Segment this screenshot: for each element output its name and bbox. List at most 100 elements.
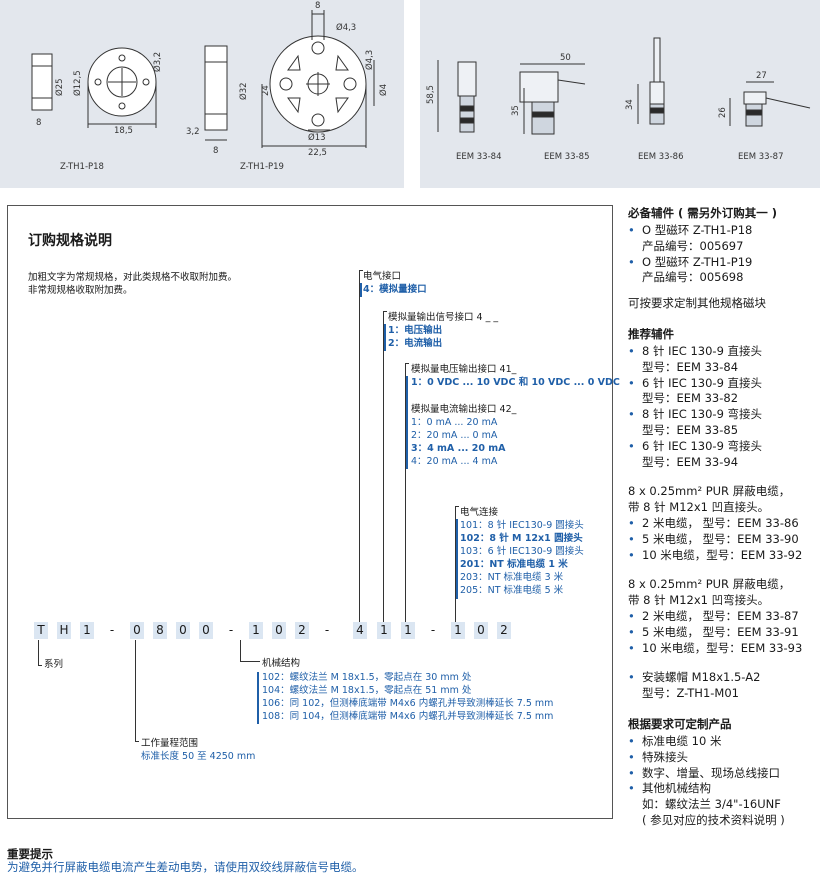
code-char: 0 bbox=[130, 622, 144, 639]
svg-text:Ø25: Ø25 bbox=[54, 78, 65, 96]
code-char: 0 bbox=[474, 622, 488, 639]
connector-drawings: 58,5 50 35 34 27 26 bbox=[426, 37, 811, 135]
svg-text:8: 8 bbox=[315, 1, 320, 11]
cable-straight-item: •5 米电缆， 型号：EEM 33-90 bbox=[628, 531, 799, 546]
caption-p19: Z-TH1-P19 bbox=[240, 162, 284, 172]
current-option-1: 1：0 mA ... 20 mA bbox=[411, 417, 498, 428]
note-line-1: 加粗文字为常规规格，对此类规格不收取附加费。 bbox=[28, 272, 238, 283]
order-code-box bbox=[7, 205, 613, 819]
leader-range bbox=[135, 640, 136, 742]
code-separator: - bbox=[324, 623, 330, 637]
mechanical-option-106: 106：同 102，但测棒底端带 M4x6 内螺孔并导致测棒延长 7.5 mm bbox=[262, 698, 554, 709]
svg-text:Ø4,3: Ø4,3 bbox=[336, 22, 356, 33]
code-char: 8 bbox=[153, 622, 167, 639]
leader-mechanical bbox=[240, 640, 241, 662]
series-label: 系列 bbox=[44, 659, 64, 670]
code-char: 1 bbox=[377, 622, 391, 639]
code-char: T bbox=[34, 622, 48, 639]
recommended-item: •6 针 IEC 130-9 直接头 bbox=[628, 375, 763, 390]
svg-text:24: 24 bbox=[261, 85, 271, 96]
current-option-2: 2：20 mA ... 0 mA bbox=[411, 430, 498, 441]
cable-angled-item: •10 米电缆，型号：EEM 33-93 bbox=[628, 640, 803, 655]
code-char: 0 bbox=[199, 622, 213, 639]
connection-option-103: 103：6 针 IEC130-9 圆接头 bbox=[460, 546, 584, 557]
note-line-2: 非常规规格收取附加费。 bbox=[28, 285, 133, 296]
mechanical-heading: 机械结构 bbox=[262, 658, 301, 669]
svg-text:Ø4,3: Ø4,3 bbox=[364, 50, 375, 70]
caption-eem-33-87: EEM 33-87 bbox=[738, 152, 784, 162]
recommended-item: •6 针 IEC 130-9 弯接头 bbox=[628, 438, 763, 453]
nut-model: 型号：Z-TH1-M01 bbox=[642, 686, 739, 701]
code-char: 1 bbox=[80, 622, 94, 639]
svg-text:22,5: 22,5 bbox=[308, 148, 327, 158]
analog-signal-option-1: 1：电压输出 bbox=[388, 325, 443, 336]
leader-output bbox=[405, 363, 406, 622]
caption-eem-33-85: EEM 33-85 bbox=[544, 152, 590, 162]
mechanical-option-104: 104：螺纹法兰 M 18x1.5，零起点在 51 mm 处 bbox=[262, 685, 472, 696]
cable-angled-line-1: 8 x 0.25mm² PUR 屏蔽电缆， bbox=[628, 577, 791, 592]
mechanical-option-108: 108：同 104，但测棒底端带 M4x6 内螺孔并导致测棒延长 7.5 mm bbox=[262, 711, 554, 722]
accessories-column: 必备辅件 ( 需另外订购其一 ) •O 型磁环 Z-TH1-P18 产品编号：0… bbox=[628, 205, 802, 829]
code-separator: - bbox=[228, 623, 234, 637]
svg-text:Ø3,2: Ø3,2 bbox=[152, 52, 163, 72]
caption-eem-33-86: EEM 33-86 bbox=[638, 152, 684, 162]
recommended-item: •8 针 IEC 130-9 直接头 bbox=[628, 343, 763, 358]
cable-straight-item: •2 米电缆， 型号：EEM 33-86 bbox=[628, 515, 799, 530]
current-option-3: 3：4 mA ... 20 mA bbox=[411, 443, 506, 454]
nut-item: •安装螺帽 M18x1.5-A2 bbox=[628, 670, 761, 685]
range-heading: 工作量程范围 bbox=[141, 738, 199, 749]
code-char: 0 bbox=[272, 622, 286, 639]
analog-signal-option-2: 2：电流输出 bbox=[388, 338, 443, 349]
custom-item: •其他机械结构 bbox=[628, 781, 711, 796]
cable-straight-line-1: 8 x 0.25mm² PUR 屏蔽电缆， bbox=[628, 484, 791, 499]
code-char: 1 bbox=[401, 622, 415, 639]
cable-angled-item: •2 米电缆， 型号：EEM 33-87 bbox=[628, 608, 799, 623]
current-option-4: 4：20 mA ... 4 mA bbox=[411, 456, 498, 467]
recommended-model: 型号：EEM 33-84 bbox=[642, 359, 739, 374]
leader-interface bbox=[359, 270, 360, 622]
code-char: 1 bbox=[249, 622, 263, 639]
connection-heading: 电气连接 bbox=[460, 507, 499, 518]
leader-connection bbox=[455, 506, 456, 622]
recommended-heading: 推荐辅件 bbox=[628, 326, 674, 341]
magnet-drawings-panel: 8 Ø25 Ø12,5 Ø3,2 18,5 8 Ø4,3 3,2 Ø32 24 … bbox=[0, 0, 404, 188]
code-char: 4 bbox=[353, 622, 367, 639]
cable-angled-line-2: 带 8 针 M12x1 凹弯接头。 bbox=[628, 593, 770, 608]
current-heading: 模拟量电流输出接口 42_ bbox=[411, 404, 517, 415]
leader-analog bbox=[383, 311, 384, 622]
svg-text:26: 26 bbox=[718, 107, 728, 118]
svg-text:34: 34 bbox=[625, 99, 635, 110]
interface-value: 4：模拟量接口 bbox=[363, 284, 427, 295]
connection-option-205: 205：NT 标准电缆 5 米 bbox=[460, 585, 564, 596]
custom-extra-1: 如：螺纹法兰 3/4"-16UNF bbox=[642, 797, 781, 812]
leader-series bbox=[38, 640, 39, 666]
analog-signal-heading: 模拟量输出信号接口 4 _ _ bbox=[388, 312, 499, 323]
footer-text: 为避免并行屏蔽电缆电流产生差动电势，请使用双绞线屏蔽信号电缆。 bbox=[7, 860, 364, 874]
order-code-row: T H 1 - 0 8 0 0 - 1 0 2 - 4 1 1 - 1 0 2 bbox=[34, 622, 514, 639]
connection-option-102: 102：8 针 M 12x1 圆接头 bbox=[460, 533, 583, 544]
footer-heading: 重要提示 bbox=[7, 847, 53, 861]
svg-text:35: 35 bbox=[511, 105, 521, 116]
svg-text:8: 8 bbox=[213, 146, 218, 156]
caption-eem-33-84: EEM 33-84 bbox=[456, 152, 502, 162]
svg-text:Ø4: Ø4 bbox=[378, 84, 389, 96]
code-char: 2 bbox=[497, 622, 511, 639]
code-separator: - bbox=[109, 623, 115, 637]
connection-option-101: 101：8 针 IEC130-9 圆接头 bbox=[460, 520, 584, 531]
connection-option-201: 201：NT 标准电缆 1 米 bbox=[460, 559, 568, 570]
connector-drawings-panel: 58,5 50 35 34 27 26 EEM 33-84 EEM 33-85 … bbox=[420, 0, 820, 188]
voltage-heading: 模拟量电压输出接口 41_ bbox=[411, 364, 517, 375]
cable-straight-line-2: 带 8 针 M12x1 凹直接头。 bbox=[628, 500, 770, 515]
code-char: 1 bbox=[451, 622, 465, 639]
magnet-drawings: 8 Ø25 Ø12,5 Ø3,2 18,5 8 Ø4,3 3,2 Ø32 24 … bbox=[31, 1, 389, 158]
svg-text:Ø32: Ø32 bbox=[238, 82, 249, 100]
connection-option-203: 203：NT 标准电缆 3 米 bbox=[460, 572, 564, 583]
custom-extra-2: ( 参见对应的技术资料说明 ) bbox=[642, 812, 785, 827]
custom-item: •特殊接头 bbox=[628, 749, 688, 764]
custom-item: •数字、增量、现场总线接口 bbox=[628, 765, 780, 780]
svg-text:3,2: 3,2 bbox=[186, 127, 200, 137]
cable-straight-item: •10 米电缆，型号：EEM 33-92 bbox=[628, 547, 803, 562]
caption-p18: Z-TH1-P18 bbox=[60, 162, 104, 172]
order-code-title: 订购规格说明 bbox=[28, 233, 112, 249]
recommended-model: 型号：EEM 33-94 bbox=[642, 454, 739, 469]
